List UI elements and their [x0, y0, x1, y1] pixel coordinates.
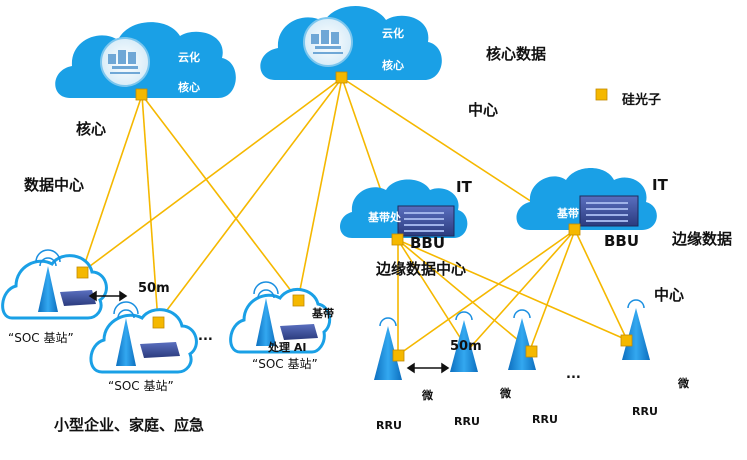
link-lines: [81, 77, 628, 356]
micro-label-3: 微: [678, 377, 689, 390]
legend-chip-label: 硅光子: [622, 93, 662, 108]
link-line: [397, 229, 576, 356]
soc-label-3: “SOC 基站”: [252, 357, 318, 371]
soc-cloud-3: [229, 281, 332, 354]
left-core-label-1: 核心: [76, 120, 107, 138]
ai-processing-label: 处理 AI: [268, 341, 307, 354]
it-label-left: IT: [456, 178, 472, 196]
bbu-label-left: BBU: [410, 234, 446, 252]
ellipsis-right: ...: [566, 367, 581, 382]
edge-cloud-left: [340, 179, 468, 238]
chip-icon: [568, 223, 581, 236]
ellipsis-left: ...: [198, 329, 213, 344]
chip-icon: [335, 71, 348, 84]
core-cloud-left: [55, 22, 236, 98]
core-cloud-center: [260, 5, 442, 80]
link-line: [141, 94, 299, 301]
edge-cloud-right-label: 基带: [557, 207, 579, 220]
rru-label-4: RRU: [632, 405, 658, 418]
edge-dc-right-label-1: 边缘数据: [672, 230, 733, 248]
baseband-small-label: 基带: [312, 307, 334, 320]
link-line: [297, 77, 343, 301]
core-cloud-left-label-1: 云化: [178, 51, 200, 64]
link-line: [157, 77, 343, 323]
distance-arrow-right: [406, 362, 450, 374]
left-core-label-2: 数据中心: [24, 176, 85, 194]
bottom-caption: 小型企业、家庭、应急: [54, 416, 205, 434]
micro-label-1: 微: [422, 389, 433, 402]
distance-label-left: 50m: [138, 281, 170, 296]
rru-label-3: RRU: [532, 413, 558, 426]
chip-icon: [152, 316, 165, 329]
chip-icon: [135, 88, 148, 101]
distance-label-right: 50m: [450, 339, 482, 354]
edge-cloud-right: [516, 168, 657, 230]
soc-cloud-1: [1, 249, 108, 320]
link-line: [141, 94, 159, 323]
core-dc-title-2: 中心: [468, 101, 499, 119]
core-cloud-center-label-2: 核心: [382, 59, 404, 72]
soc-label-2: “SOC 基站”: [108, 379, 174, 393]
edge-dc-center-label: 边缘数据中心: [376, 260, 467, 278]
link-line: [529, 229, 576, 351]
core-dc-title-1: 核心数据: [486, 45, 547, 63]
link-line: [574, 229, 628, 341]
link-line: [81, 77, 343, 273]
bbu-label-right: BBU: [604, 232, 640, 250]
it-label-right: IT: [652, 176, 668, 194]
chip-icon: [292, 294, 305, 307]
core-cloud-center-label-1: 云化: [382, 27, 404, 40]
soc-cloud-2: [89, 301, 198, 374]
edge-dc-right-label-2: 中心: [654, 286, 685, 304]
chip-icon: [525, 345, 538, 358]
tower-1: [374, 317, 402, 380]
distance-arrow-left: [88, 290, 128, 302]
rru-label-2: RRU: [454, 415, 480, 428]
soc-label-1: “SOC 基站”: [8, 331, 74, 345]
link-line: [397, 239, 628, 341]
chip-markers: [76, 71, 633, 362]
chip-icon: [391, 233, 404, 246]
chip-icon: [620, 334, 633, 347]
link-line: [467, 229, 576, 351]
tower-3: [508, 309, 536, 370]
micro-label-2: 微: [500, 387, 511, 400]
tower-2: [450, 311, 478, 372]
link-line: [81, 94, 143, 273]
legend-chip-icon: [595, 88, 608, 101]
edge-cloud-left-label: 基带处: [368, 211, 401, 224]
chip-icon: [76, 266, 89, 279]
tower-4: [622, 299, 650, 360]
core-cloud-left-label-2: 核心: [178, 81, 200, 94]
link-line: [397, 239, 531, 351]
chip-icon: [392, 349, 405, 362]
link-line: [397, 239, 469, 351]
rru-label-1: RRU: [376, 419, 402, 432]
